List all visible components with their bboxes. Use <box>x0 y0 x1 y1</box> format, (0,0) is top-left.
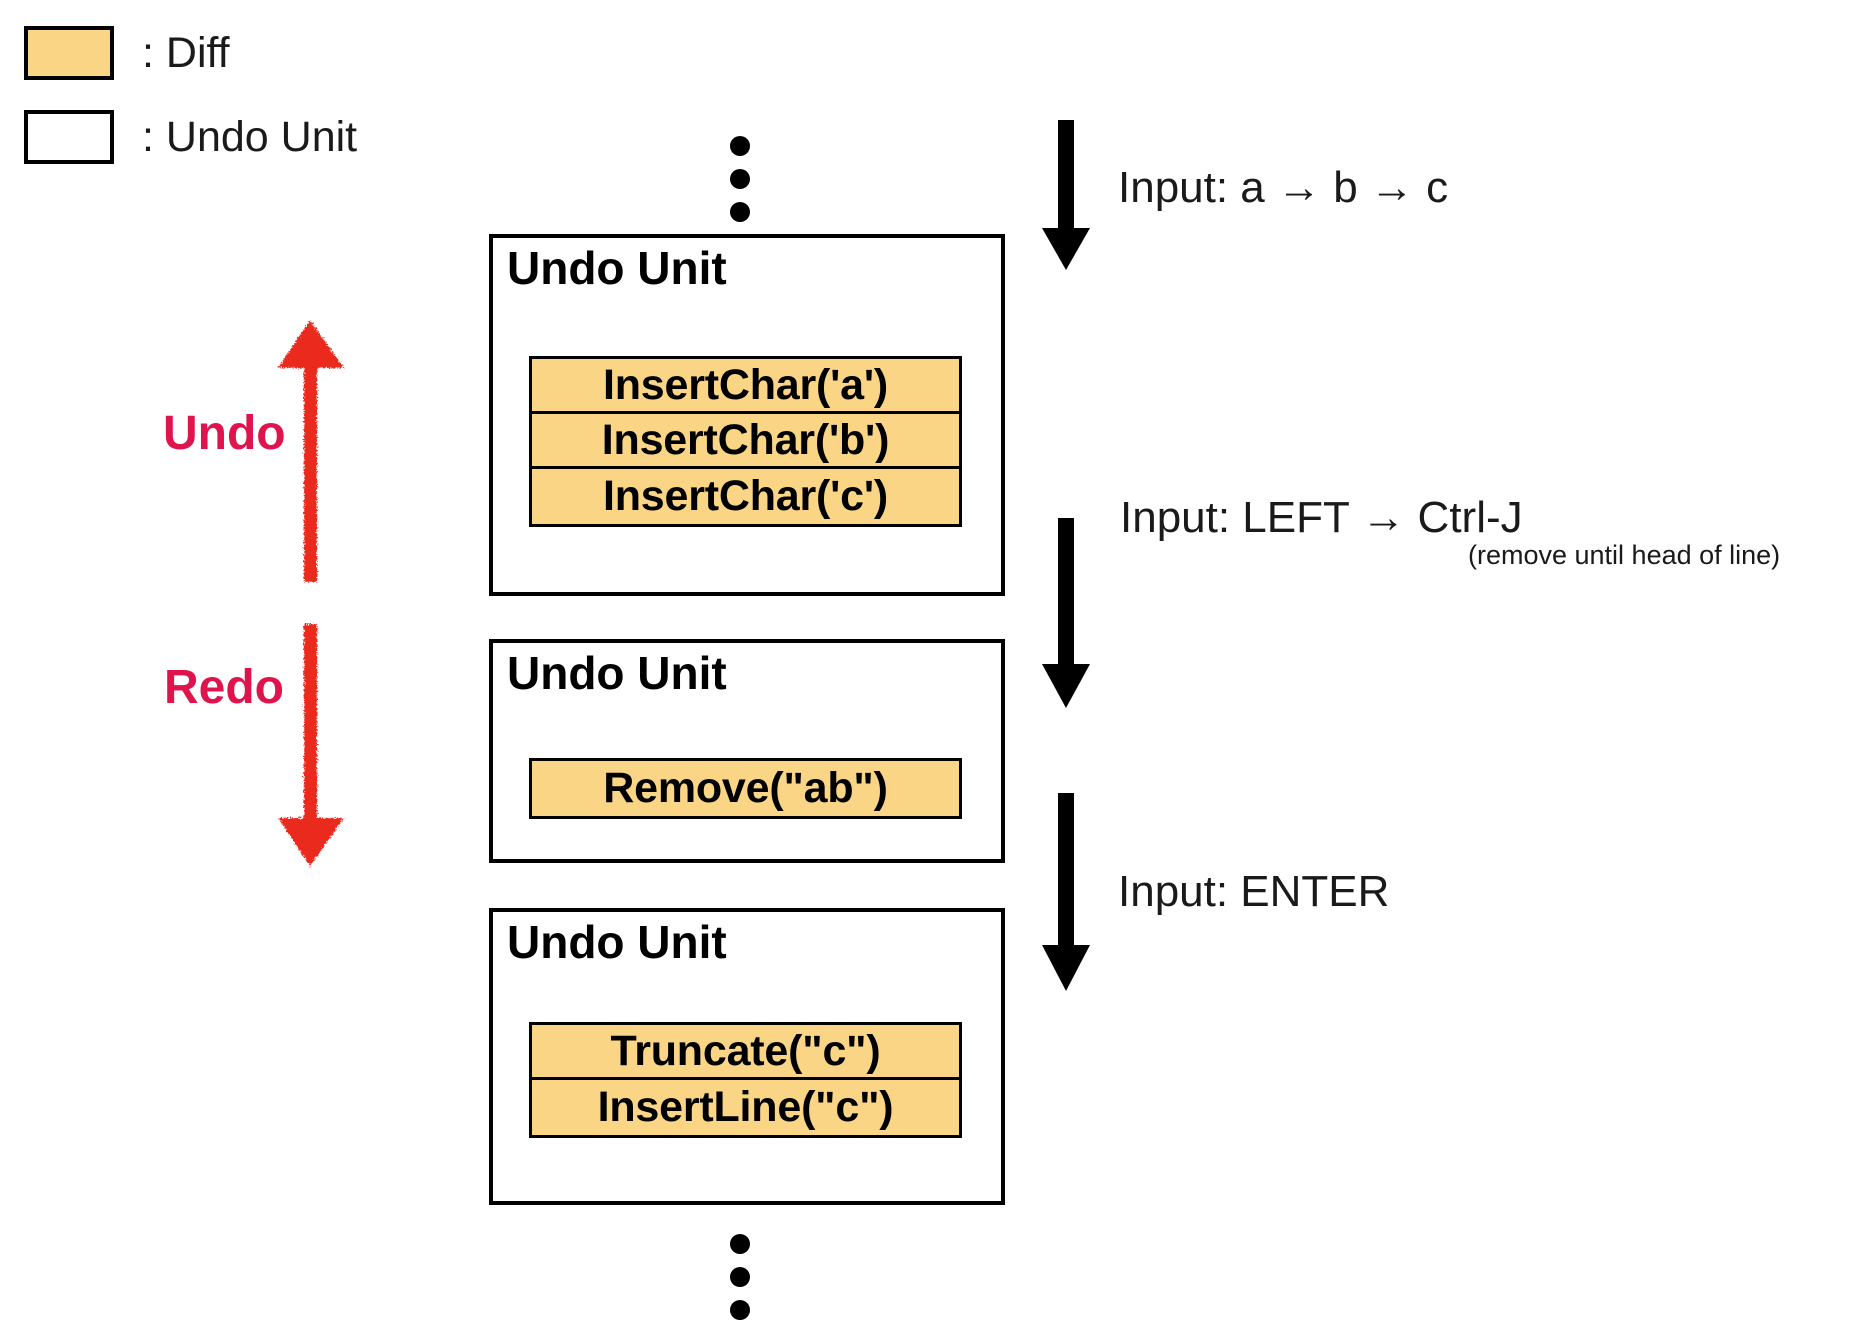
legend-swatch-undo-unit <box>24 110 114 164</box>
undo-unit-box[interactable]: Undo Unit Remove("ab") <box>489 639 1005 863</box>
ellipsis-dot <box>730 202 750 222</box>
diff-row[interactable]: InsertChar('b') <box>532 414 959 469</box>
legend-item-diff: : Diff <box>24 26 230 80</box>
undo-unit-title: Undo Unit <box>507 647 727 699</box>
diff-stack: Remove("ab") <box>529 758 962 819</box>
flow-sublabel-2: (remove until head of line) <box>1468 540 1781 570</box>
legend-label-diff: : Diff <box>142 28 230 77</box>
redo-label: Redo <box>164 661 284 714</box>
diff-row[interactable]: Truncate("c") <box>532 1025 959 1080</box>
ellipsis-dot <box>730 1234 750 1254</box>
legend-swatch-diff <box>24 26 114 80</box>
undo-unit-title: Undo Unit <box>507 242 727 294</box>
redo-arrow-down[interactable] <box>276 620 346 870</box>
diff-row[interactable]: Remove("ab") <box>532 761 959 816</box>
undo-unit-title: Undo Unit <box>507 916 727 968</box>
flow-label-2: Input: LEFT → Ctrl-J <box>1120 493 1523 542</box>
diff-stack: Truncate("c") InsertLine("c") <box>529 1022 962 1138</box>
diff-row[interactable]: InsertChar('a') <box>532 359 959 414</box>
flow-arrow-down-3 <box>1042 793 1090 991</box>
ellipsis-top <box>730 136 752 222</box>
ellipsis-dot <box>730 169 750 189</box>
ellipsis-bottom <box>730 1234 752 1320</box>
diff-row[interactable]: InsertLine("c") <box>532 1080 959 1135</box>
flow-arrow-down-1 <box>1042 120 1090 270</box>
ellipsis-dot <box>730 1267 750 1287</box>
legend-label-undo-unit: : Undo Unit <box>142 112 358 161</box>
flow-label-1: Input: a → b → c <box>1118 163 1449 212</box>
flow-arrow-down-2 <box>1042 518 1090 708</box>
diff-row[interactable]: InsertChar('c') <box>532 469 959 524</box>
diff-stack: InsertChar('a') InsertChar('b') InsertCh… <box>529 356 962 527</box>
undo-unit-box[interactable]: Undo Unit Truncate("c") InsertLine("c") <box>489 908 1005 1205</box>
legend-item-undo-unit: : Undo Unit <box>24 110 357 164</box>
ellipsis-dot <box>730 136 750 156</box>
undo-label: Undo <box>163 407 286 460</box>
undo-unit-box[interactable]: Undo Unit InsertChar('a') InsertChar('b'… <box>489 234 1005 596</box>
ellipsis-dot <box>730 1300 750 1320</box>
undo-arrow-up[interactable] <box>276 318 346 588</box>
flow-label-3: Input: ENTER <box>1118 867 1390 916</box>
